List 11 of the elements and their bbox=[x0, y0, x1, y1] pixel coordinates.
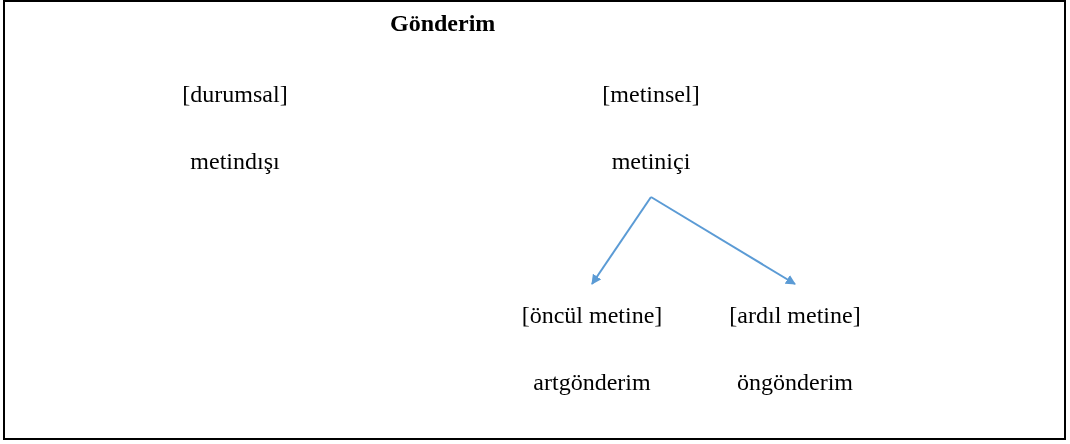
category-label: [öncül metine] bbox=[521, 301, 663, 330]
title: Gönderim bbox=[390, 9, 496, 38]
category-label: [durumsal] bbox=[182, 80, 288, 109]
category-label: [ardıl metine] bbox=[729, 301, 861, 330]
category-label: [metinsel] bbox=[602, 80, 700, 109]
term-label: artgönderim bbox=[533, 368, 651, 397]
arrow bbox=[650, 196, 796, 285]
term-label: metiniçi bbox=[611, 147, 691, 176]
term-label: metindışı bbox=[190, 147, 280, 176]
term-label: öngönderim bbox=[737, 368, 853, 397]
arrow bbox=[591, 196, 652, 285]
